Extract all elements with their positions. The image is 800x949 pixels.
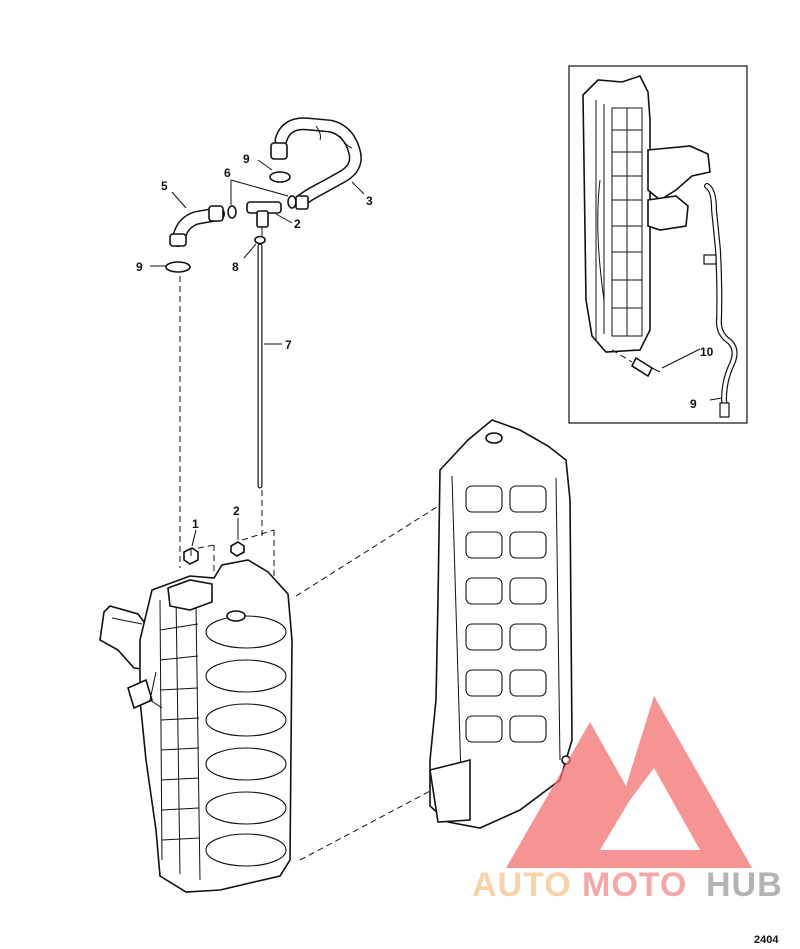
hose-3-end bbox=[295, 195, 309, 210]
o-ring-6-right bbox=[287, 195, 297, 209]
inset-detail: 10 9 bbox=[568, 65, 748, 424]
nut-1 bbox=[183, 547, 199, 565]
tee-fitting-4 bbox=[246, 201, 282, 236]
callout-2: 2 bbox=[233, 504, 240, 518]
assembly-lines bbox=[179, 276, 441, 861]
watermark-moto: MOTO bbox=[582, 866, 687, 904]
clamp-8 bbox=[254, 235, 266, 245]
figure-number: 2404 bbox=[754, 934, 779, 946]
watermark-auto: AUTO bbox=[472, 866, 572, 904]
callout-7: 7 bbox=[285, 338, 292, 352]
hose-5 bbox=[169, 205, 225, 247]
crank-journals bbox=[205, 615, 287, 867]
clamp-9-lower bbox=[165, 261, 191, 273]
o-ring-6-left bbox=[227, 205, 237, 219]
callout-10: 9 bbox=[690, 397, 697, 411]
automotohub-watermark: AUTO MOTO HUB bbox=[472, 696, 783, 904]
callout-9-upper: 9 bbox=[243, 152, 250, 166]
bolt-2 bbox=[230, 541, 245, 557]
inset-hose-10 bbox=[703, 183, 738, 418]
head-ports bbox=[465, 485, 547, 743]
clamp-9-upper bbox=[269, 171, 291, 183]
callout-11: 10 bbox=[700, 345, 714, 359]
callout-8: 8 bbox=[232, 260, 239, 274]
callout-4: 2 bbox=[294, 217, 301, 231]
inset-bolt-11 bbox=[611, 349, 661, 378]
watermark-triangle bbox=[506, 696, 752, 868]
inset-grid bbox=[611, 107, 643, 337]
callout-3: 3 bbox=[366, 194, 373, 208]
callout-5: 5 bbox=[161, 179, 168, 193]
cylinder-head bbox=[429, 419, 573, 829]
callout-9-lower: 9 bbox=[136, 260, 143, 274]
callout-1: 1 bbox=[192, 517, 199, 531]
callout-6: 6 bbox=[224, 166, 231, 180]
inset-cylinder-head bbox=[582, 75, 711, 353]
watermark-hub: HUB bbox=[706, 866, 783, 904]
cover-grid bbox=[159, 623, 201, 841]
hose-3 bbox=[270, 117, 362, 207]
crankcase-cover-assembly bbox=[99, 559, 293, 893]
